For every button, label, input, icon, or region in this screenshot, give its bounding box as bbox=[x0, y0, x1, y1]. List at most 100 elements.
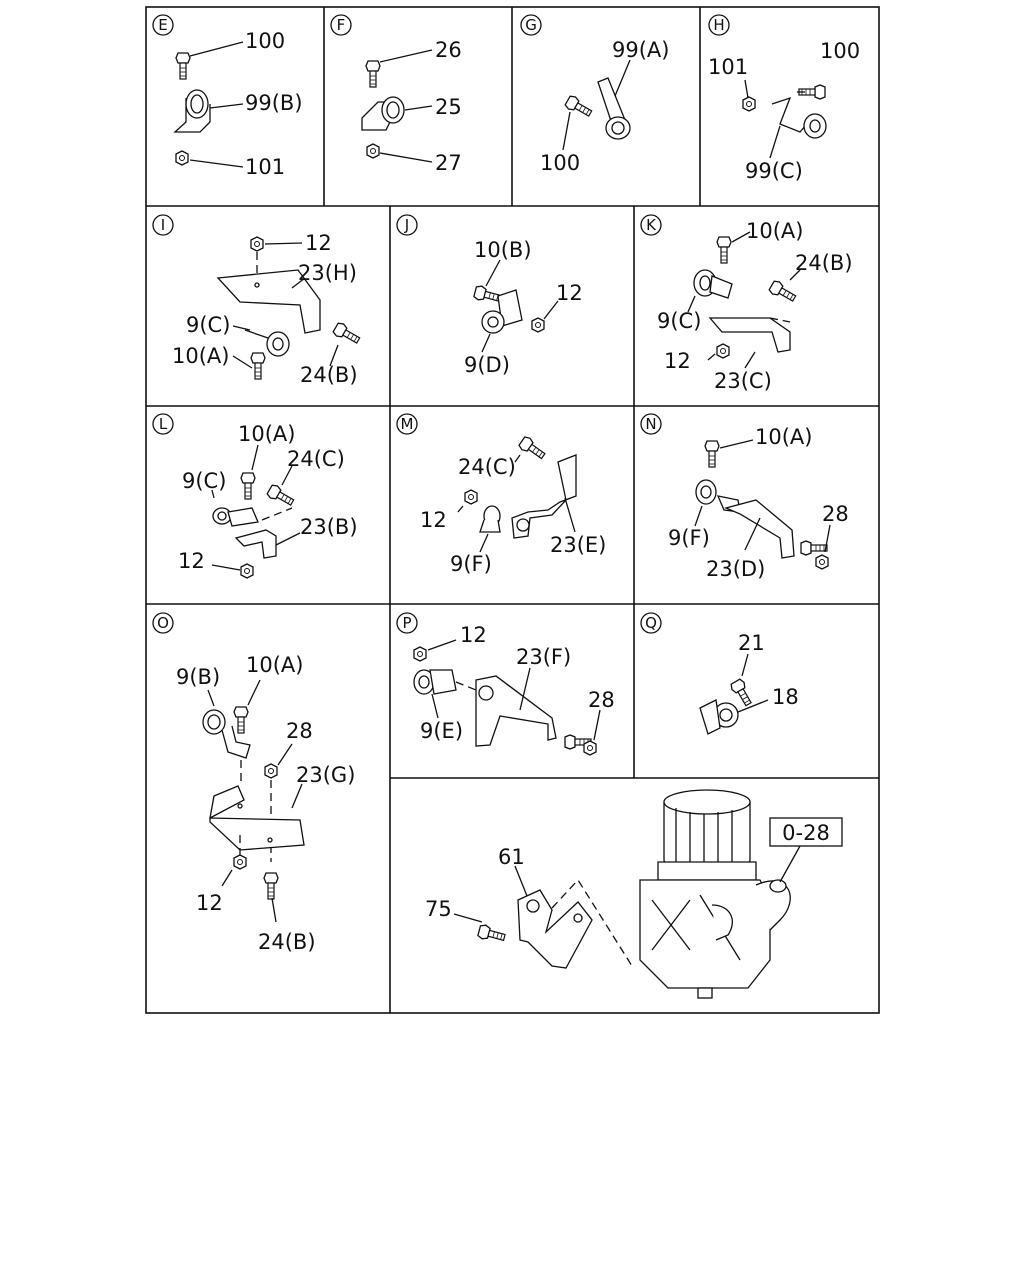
panel-f: F 26 25 27 bbox=[330, 14, 462, 175]
callout-label: 99(A) bbox=[612, 38, 669, 62]
callout-label: 9(F) bbox=[668, 526, 710, 550]
nut-icon bbox=[175, 150, 189, 166]
callout-label: 9(B) bbox=[176, 665, 220, 689]
bracket-icon bbox=[475, 675, 557, 747]
callout-label: 9(C) bbox=[657, 309, 701, 333]
callout-label: 23(D) bbox=[706, 557, 765, 581]
callout-label: 25 bbox=[435, 95, 462, 119]
callout-label: 75 bbox=[425, 897, 452, 921]
panel-letter: M bbox=[401, 415, 414, 433]
panel-letter: E bbox=[158, 16, 167, 34]
clip-icon bbox=[185, 89, 209, 119]
bolt-icon bbox=[331, 320, 363, 348]
callout-label: 99(C) bbox=[745, 159, 803, 183]
nut-icon bbox=[464, 489, 478, 505]
reference-box bbox=[769, 817, 843, 847]
panel-j: J 10(B) 12 9(D) bbox=[396, 214, 583, 377]
callout-label: 10(A) bbox=[238, 422, 295, 446]
panel-letter: G bbox=[525, 16, 537, 34]
callout-label: 9(F) bbox=[450, 552, 492, 576]
callout-label: 100 bbox=[540, 151, 580, 175]
clip-icon bbox=[212, 507, 232, 525]
panel-letter: J bbox=[404, 216, 409, 234]
callout-label: 26 bbox=[435, 38, 462, 62]
bolt-icon bbox=[175, 52, 191, 80]
clip-icon bbox=[481, 310, 505, 334]
callout-label: 9(C) bbox=[182, 469, 226, 493]
bracket-icon bbox=[708, 317, 791, 353]
bolt-icon bbox=[265, 482, 297, 510]
callout-label: 9(E) bbox=[420, 719, 463, 743]
callout-label: 10(A) bbox=[746, 219, 803, 243]
callout-label: 10(A) bbox=[246, 653, 303, 677]
panel-letter: K bbox=[646, 216, 657, 234]
callout-label: 28 bbox=[822, 502, 849, 526]
callout-label: 27 bbox=[435, 151, 462, 175]
bolt-icon bbox=[240, 472, 256, 500]
callout-label: 23(E) bbox=[550, 533, 606, 557]
callout-label: 9(C) bbox=[186, 313, 230, 337]
callout-label: 12 bbox=[305, 231, 332, 255]
panel-letter-circle bbox=[152, 14, 174, 36]
bolt-icon bbox=[263, 872, 279, 900]
clip-icon bbox=[202, 709, 226, 735]
callout-label: 28 bbox=[588, 688, 615, 712]
bracket-icon bbox=[234, 529, 277, 559]
nut-icon bbox=[716, 343, 730, 359]
callout-label: 12 bbox=[178, 549, 205, 573]
panel-letter: P bbox=[402, 614, 411, 632]
nut-icon bbox=[240, 563, 254, 579]
bolt-icon bbox=[704, 440, 720, 468]
callout-label: 23(C) bbox=[714, 369, 772, 393]
bolt-icon bbox=[365, 60, 381, 88]
callout-label: 100 bbox=[820, 39, 860, 63]
nut-icon bbox=[815, 554, 829, 570]
panel-letter: F bbox=[337, 16, 346, 34]
panel-e: E 100 99(B) 101 bbox=[152, 14, 303, 179]
panel-letter: N bbox=[645, 415, 656, 433]
clip-icon bbox=[695, 479, 717, 505]
callout-label: 12 bbox=[556, 281, 583, 305]
callout-label: 10(B) bbox=[474, 238, 532, 262]
panel-o: O 9(B) 10(A) 28 23(G) 12 24(B) bbox=[152, 612, 355, 954]
callout-label: 23(F) bbox=[516, 645, 571, 669]
panel-m: M 24(C) 12 9(F) 23(E) bbox=[396, 413, 606, 576]
panel-letter: O bbox=[157, 614, 169, 632]
callout-label: 9(D) bbox=[464, 353, 510, 377]
callout-label: 10(A) bbox=[172, 344, 229, 368]
callout-label: 12 bbox=[460, 623, 487, 647]
callout-label: 61 bbox=[498, 845, 525, 869]
panel-assembly: 0-28 61 75 bbox=[425, 789, 843, 999]
nut-icon bbox=[742, 96, 756, 112]
callout-label: 12 bbox=[196, 891, 223, 915]
bolt-icon bbox=[250, 352, 266, 380]
clip-icon bbox=[381, 96, 405, 124]
nut-icon bbox=[413, 646, 427, 662]
callout-label: 24(B) bbox=[258, 930, 316, 954]
callout-label: 23(H) bbox=[298, 261, 357, 285]
bolt-icon bbox=[233, 706, 249, 734]
callout-label: 21 bbox=[738, 631, 765, 655]
callout-label: 18 bbox=[772, 685, 799, 709]
panel-p: P 12 23(F) 28 9(E) bbox=[396, 612, 615, 756]
nut-icon bbox=[531, 317, 545, 333]
panel-l: L 10(A) 24(C) 9(C) 23(B) 12 bbox=[152, 413, 358, 579]
panel-n: N 10(A) 28 9(F) 23(D) bbox=[640, 413, 849, 581]
callout-label: 24(B) bbox=[795, 251, 853, 275]
callout-label: 100 bbox=[245, 29, 285, 53]
bolt-icon bbox=[728, 677, 756, 709]
bolt-icon bbox=[767, 278, 799, 306]
bolt-icon bbox=[517, 434, 548, 463]
clip-icon bbox=[803, 113, 827, 139]
bolt-icon bbox=[800, 540, 828, 556]
nut-icon bbox=[366, 143, 380, 159]
callout-label: 23(B) bbox=[300, 515, 358, 539]
callout-label: 12 bbox=[664, 349, 691, 373]
bracket-icon bbox=[209, 785, 305, 851]
panel-i: I 12 23(H) 9(C) 10(A) 24(B) bbox=[152, 214, 363, 387]
panel-g: G 99(A) 100 bbox=[520, 14, 669, 175]
callout-label: 24(B) bbox=[300, 363, 358, 387]
panel-letter: I bbox=[161, 216, 165, 234]
nut-icon bbox=[250, 236, 264, 252]
